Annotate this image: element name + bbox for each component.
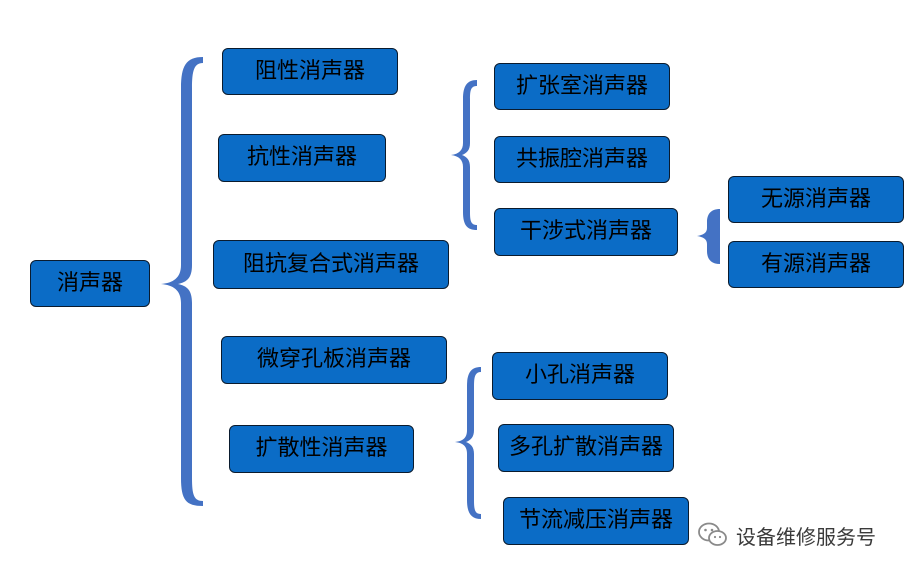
watermark-text: 设备维修服务号: [736, 524, 876, 549]
node-small-hole: 小孔消声器: [492, 352, 668, 400]
node-active-label: 有源消声器: [760, 251, 871, 277]
node-microperforated-label: 微穿孔板消声器: [256, 347, 411, 372]
node-throttle-label: 节流减压消声器: [518, 508, 673, 533]
node-resonance-label: 共振腔消声器: [515, 146, 648, 172]
node-interference-label: 干涉式消声器: [519, 219, 652, 244]
node-resonance: 共振腔消声器: [494, 136, 670, 183]
watermark: 设备维修服务号: [698, 518, 876, 552]
node-reactive-label: 抗性消声器: [246, 145, 357, 170]
node-active: 有源消声器: [728, 241, 904, 288]
node-microperforated: 微穿孔板消声器: [221, 336, 447, 384]
reactive-brace: [451, 80, 477, 230]
node-reactive: 抗性消声器: [218, 134, 386, 182]
node-expansion: 扩张室消声器: [494, 63, 670, 110]
root-label: 消声器: [56, 270, 123, 296]
node-resistive-label: 阻性消声器: [254, 58, 365, 84]
node-interference: 干涉式消声器: [494, 208, 678, 256]
node-composite-label: 阻抗复合式消声器: [242, 251, 419, 277]
interference-brace: [697, 209, 720, 264]
root-node: 消声器: [30, 260, 150, 307]
node-multi-hole: 多孔扩散消声器: [498, 424, 674, 472]
node-expansion-label: 扩张室消声器: [515, 73, 648, 99]
diffusion-brace: [455, 367, 481, 519]
node-passive-label: 无源消声器: [760, 186, 871, 212]
main-brace: [161, 57, 203, 506]
node-composite: 阻抗复合式消声器: [213, 240, 449, 289]
node-diffusion-label: 扩散性消声器: [255, 436, 388, 461]
node-resistive: 阻性消声器: [222, 48, 398, 95]
node-multi-hole-label: 多孔扩散消声器: [508, 435, 663, 460]
node-diffusion: 扩散性消声器: [229, 425, 414, 473]
node-throttle: 节流减压消声器: [503, 497, 689, 545]
node-small-hole-label: 小孔消声器: [524, 363, 635, 388]
wechat-icon: [698, 522, 727, 546]
node-passive: 无源消声器: [728, 176, 904, 223]
